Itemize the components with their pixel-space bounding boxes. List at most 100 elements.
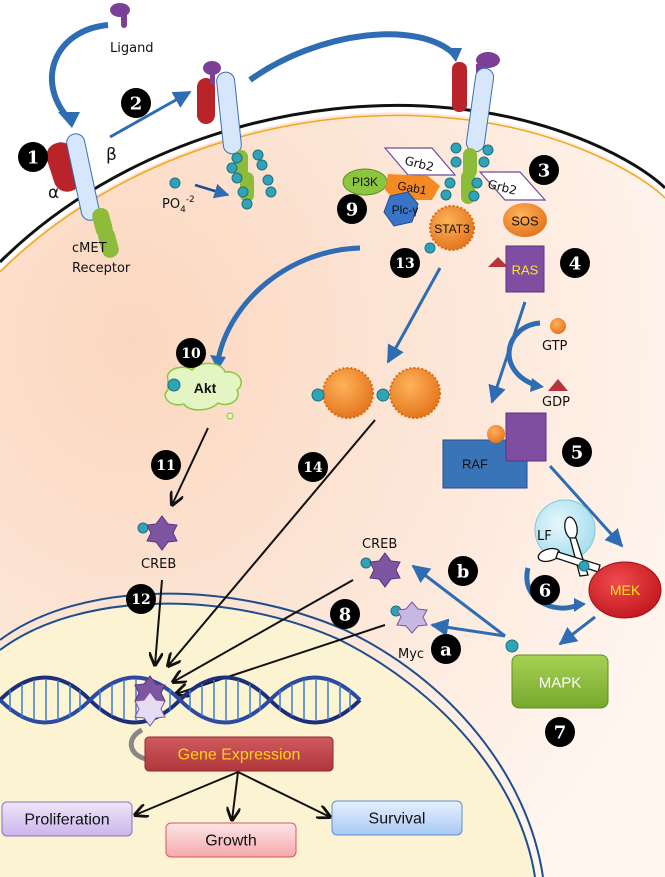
svg-text:PI3K: PI3K: [352, 175, 378, 189]
grb2-adaptor-right: Grb2: [478, 171, 547, 201]
svg-text:Growth: Growth: [205, 833, 257, 850]
gdp-icon: [548, 379, 568, 391]
step-marker-6: 6: [530, 575, 560, 605]
gdp-label: GDP: [542, 395, 570, 410]
cell-membrane-outer: [0, 103, 665, 264]
svg-text:Survival: Survival: [369, 811, 426, 828]
receptor-activation-arrow: [248, 31, 458, 83]
phosphorylation-arrow: [194, 183, 230, 199]
pi3k-to-akt-arrowhead: [210, 355, 226, 370]
mapk-to-myc-arrow: [430, 618, 506, 638]
svg-text:Plc-γ: Plc-γ: [392, 203, 419, 217]
svg-text:RAF: RAF: [462, 457, 488, 472]
mapk-protein: MAPK: [511, 654, 609, 709]
svg-text:11: 11: [156, 458, 175, 474]
svg-text:Gene Expression: Gene Expression: [178, 747, 301, 764]
creb-mapk-protein: [369, 552, 401, 588]
svg-text:SOS: SOS: [511, 214, 539, 229]
svg-text:8: 8: [339, 605, 352, 626]
ras-bound-to-raf: [505, 412, 547, 462]
svg-text:MAPK: MAPK: [539, 675, 582, 692]
svg-text:2: 2: [130, 94, 143, 115]
step-marker-8: 8: [330, 599, 360, 629]
creb-cyto-phosphate: [137, 522, 149, 534]
step-marker-10: 10: [176, 338, 206, 368]
outcome-proliferation: Proliferation: [1, 801, 133, 837]
mek-phosphate: [578, 560, 590, 572]
mapk-phosphate: [505, 639, 519, 653]
stat3-protein: STAT3: [429, 205, 475, 251]
dna-helix-icon: [0, 675, 362, 725]
pi3k-to-akt-arrow: [215, 245, 361, 361]
creb-cyto-protein: [146, 515, 178, 551]
step-marker-7: 7: [545, 717, 575, 747]
grb2-adaptor-left: Grb2: [383, 147, 457, 176]
gdp-triangle-bound: [488, 257, 508, 267]
creb-mapk-phosphate: [360, 557, 372, 569]
myc-to-dna-arrow: [176, 624, 386, 694]
creb-cyto-label: CREB: [141, 557, 176, 572]
phosphate-label: PO4-2: [162, 195, 195, 215]
ligand-binding-arrow: [49, 22, 109, 120]
svg-text:6: 6: [539, 581, 552, 602]
creb-mapk-label: CREB: [362, 537, 397, 552]
svg-text:a: a: [440, 640, 452, 661]
svg-text:7: 7: [554, 723, 567, 744]
svg-text:MEK: MEK: [610, 582, 641, 598]
raf-to-mek-arrow: [548, 464, 624, 548]
stat3-to-dimer-arrow: [386, 267, 442, 364]
phosphate-cluster-receptor3: [440, 142, 494, 202]
step-marker-14: 14: [298, 452, 328, 482]
alpha-label: α: [48, 183, 59, 203]
cmet-receptor-inactive: [46, 133, 119, 258]
step-marker-b: b: [448, 556, 478, 586]
gene-to-proliferation-arrow: [135, 771, 239, 815]
step-marker-4: 4: [560, 248, 590, 278]
svg-text:Akt: Akt: [194, 380, 217, 396]
akt-to-creb-arrow: [172, 427, 209, 505]
myc-on-dna: [134, 691, 166, 727]
svg-text:3: 3: [538, 161, 551, 182]
svg-text:1: 1: [27, 148, 40, 169]
cmet-receptor-bound: [197, 61, 254, 202]
svg-text:9: 9: [346, 200, 359, 221]
gtp-exchange-arrowhead: [530, 378, 544, 392]
myc-label: Myc: [398, 647, 424, 662]
step-marker-11: 11: [151, 450, 181, 480]
svg-text:STAT3: STAT3: [434, 222, 470, 236]
receptor-label-line2: Receptor: [72, 261, 131, 276]
svg-text:Proliferation: Proliferation: [24, 812, 109, 829]
svg-text:RAS: RAS: [512, 263, 539, 278]
step-marker-13: 13: [390, 248, 420, 278]
svg-text:5: 5: [571, 443, 584, 464]
gene-expression-box: Gene Expression: [144, 736, 334, 772]
beta-label: β: [106, 145, 117, 165]
ligand-label: Ligand: [110, 41, 154, 56]
ras-protein: RAS: [505, 245, 545, 293]
mek-to-mapk-arrow: [558, 615, 596, 646]
cell-membrane-inner: [0, 114, 665, 273]
step-marker-5: 5: [562, 437, 592, 467]
svg-text:b: b: [457, 562, 470, 583]
step-marker-1: 1: [18, 142, 48, 172]
phosphate-icon: [169, 177, 181, 189]
gtp-icon: [550, 318, 566, 334]
stat3-phosphate: [424, 242, 436, 254]
step-marker-3: 3: [529, 155, 559, 185]
ligand-binding-arrowhead: [58, 112, 80, 128]
step-marker-9: 9: [337, 194, 367, 224]
creb-mapk-to-dna-arrow: [173, 579, 354, 682]
step-marker-2: 2: [121, 88, 151, 118]
receptor-activation-arrowhead: [445, 48, 462, 62]
gene-to-survival-arrow: [237, 771, 330, 817]
sos-protein: SOS: [503, 203, 547, 237]
gene-to-growth-arrow: [232, 771, 238, 820]
svg-text:Grb2: Grb2: [403, 154, 435, 175]
mapk-to-creb-arrow: [411, 564, 506, 638]
stat3-dimer: [311, 367, 441, 419]
mek-protein: MEK: [588, 561, 662, 619]
gtp-exchange-arrow: [506, 320, 541, 388]
svg-text:13: 13: [395, 256, 414, 272]
